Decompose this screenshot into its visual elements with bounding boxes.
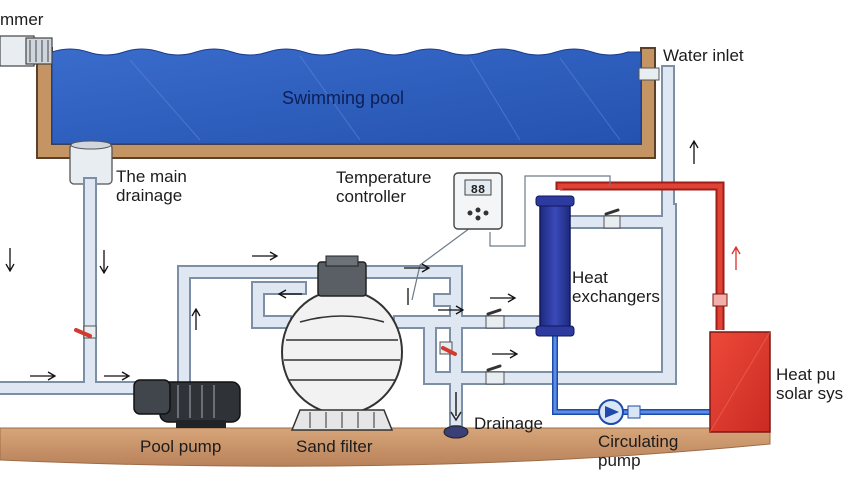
controller-wires (411, 175, 611, 301)
pool-pump-label: Pool pump (140, 437, 222, 456)
temperature-controller (453, 172, 503, 230)
water-pipes (0, 65, 677, 427)
sand-filter (281, 255, 403, 431)
swimming-pool-label: Swimming pool (282, 88, 405, 108)
skimmer (0, 35, 53, 67)
ground (0, 427, 771, 467)
sand-filter-label: Sand filter (296, 437, 373, 456)
heat-pump-label-line1: Heat pu (776, 365, 836, 384)
flow-arrow-icon (731, 245, 741, 270)
drainage-outlet (443, 392, 469, 439)
heat-pump-unit (709, 331, 771, 433)
hot-water-pipe (555, 181, 725, 330)
circulating-pump-label-line1: Circulating (598, 432, 679, 451)
pool-pump (133, 379, 241, 428)
circulating-pump-label-line2: pump (598, 451, 641, 470)
valve-icon (485, 308, 505, 329)
drainage-label: Drainage (474, 414, 543, 433)
main-drainage-label-line2: drainage (116, 186, 183, 205)
valve-icon (439, 341, 457, 356)
temperature-display-digits: 88 (471, 183, 485, 197)
valve-icon (627, 405, 641, 419)
heat-pump-label-line2: solar sys (776, 384, 844, 403)
water-inlet-label: Water inlet (663, 46, 744, 65)
heat-exchanger (535, 195, 575, 337)
valve-icon (485, 364, 505, 385)
temperature-controller-label-line2: controller (336, 187, 406, 206)
valve-icon (712, 293, 728, 307)
valve-icon (603, 208, 621, 229)
main-drainage-label-line1: The main (116, 167, 187, 186)
temperature-controller-label-line1: Temperature (336, 168, 432, 187)
water-inlet-fitting (638, 67, 660, 81)
valve-icon (74, 325, 97, 339)
heat-exchangers-label-line1: Heat (572, 268, 608, 287)
circulation-line (552, 330, 710, 415)
circulating-pump (598, 399, 624, 425)
skimmer-label: mmer (0, 10, 44, 29)
flow-arrow-icon (5, 139, 699, 381)
pool-water (51, 48, 642, 145)
heat-exchangers-label-line2: exchangers (572, 287, 660, 306)
